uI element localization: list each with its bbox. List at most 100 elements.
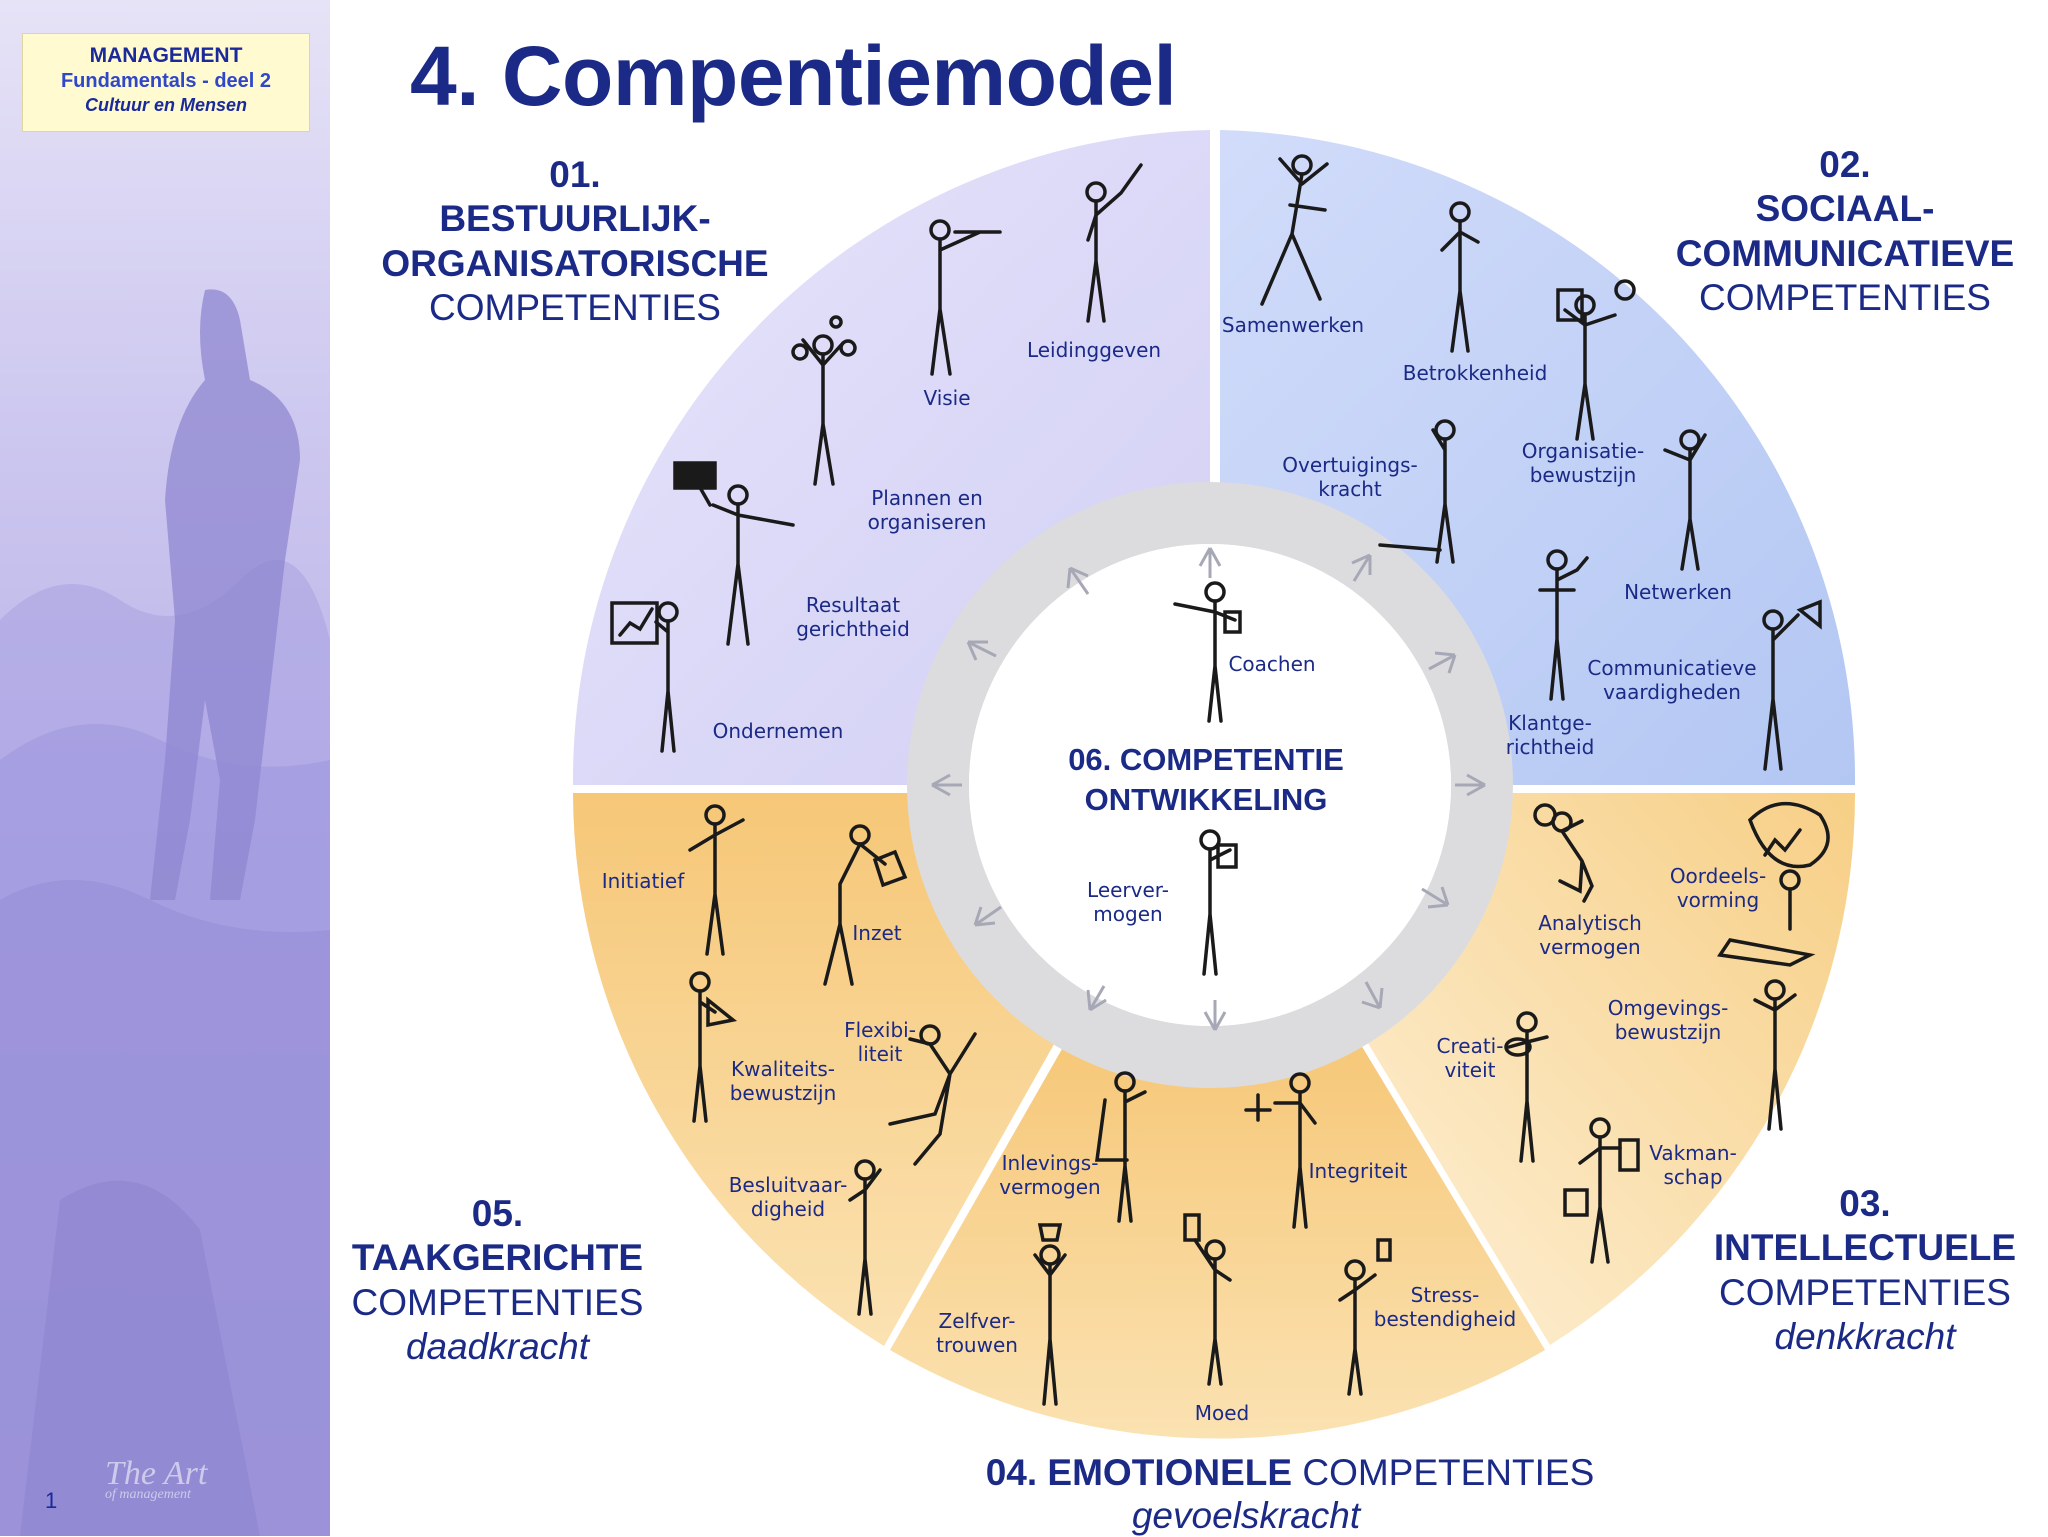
heading-segment-05: 05. TAAKGERICHTE COMPETENTIES daadkracht bbox=[320, 1192, 675, 1370]
label-leervermogen: Leerver-mogen bbox=[1087, 878, 1169, 926]
figure-ondernemen bbox=[610, 601, 679, 753]
heading-segment-03: 03. INTELLECTUELE COMPETENTIES denkkrach… bbox=[1690, 1182, 2040, 1360]
heading-03-number: 03. bbox=[1839, 1183, 1891, 1224]
figure-creativiteit bbox=[1504, 1011, 1549, 1163]
label-moed: Moed bbox=[1195, 1401, 1250, 1425]
figure-initiatief bbox=[688, 804, 745, 956]
badge-line-1: MANAGEMENT bbox=[89, 44, 243, 67]
label-ondernemen: Ondernemen bbox=[713, 719, 844, 743]
center-heading: 06. COMPETENTIE ONTWIKKELING bbox=[1068, 742, 1344, 817]
sidebar-panel: MANAGEMENT Fundamentals - deel 2 Cultuur… bbox=[0, 0, 330, 1536]
figure-visie bbox=[929, 219, 1002, 376]
label-inzet: Inzet bbox=[852, 921, 901, 945]
heading-03-line-2: COMPETENTIES bbox=[1719, 1271, 2011, 1313]
figure-plannen bbox=[791, 315, 857, 486]
badge-line-3: Cultuur en Mensen bbox=[84, 95, 247, 115]
figure-kwaliteitsbewustzijn bbox=[689, 971, 738, 1123]
heading-04-normal: COMPETENTIES bbox=[1292, 1452, 1595, 1493]
segment-intellectueel bbox=[1360, 793, 1856, 1345]
label-inlevingsvermogen: Inlevings-vermogen bbox=[999, 1151, 1100, 1199]
label-flexibiliteit: Flexibi-liteit bbox=[844, 1018, 916, 1066]
figure-zelfvertrouwen bbox=[1033, 1223, 1067, 1406]
heading-03-line-1: INTELLECTUELE bbox=[1713, 1227, 2017, 1269]
art-of-management-logo: The Art of management bbox=[105, 1455, 207, 1503]
label-vakmanschap: Vakman-schap bbox=[1649, 1141, 1737, 1189]
heading-02-line-2: COMMUNICATIEVE bbox=[1675, 232, 2015, 274]
label-besluitvaardigheid: Besluitvaar-digheid bbox=[729, 1173, 848, 1221]
badge-line-2: Fundamentals - deel 2 bbox=[60, 70, 272, 92]
heading-05-line-2: COMPETENTIES bbox=[351, 1281, 644, 1323]
figure-oordeelsvorming bbox=[1717, 802, 1830, 967]
mountain-climber-illustration bbox=[0, 289, 330, 1536]
figure-samenwerken bbox=[1260, 154, 1329, 306]
figure-analytisch bbox=[1533, 803, 1594, 903]
heading-05-number: 05. bbox=[471, 1193, 524, 1234]
figure-organisatiebewustzijn bbox=[1556, 279, 1636, 441]
center-ring bbox=[907, 482, 1513, 1088]
figure-communicatieve bbox=[1762, 599, 1822, 771]
heading-05-line-1: TAAKGERICHTE bbox=[351, 1237, 644, 1279]
figure-vakmanschap bbox=[1563, 1117, 1640, 1264]
label-netwerken: Netwerken bbox=[1624, 580, 1732, 604]
center-heading-line-1: 06. COMPETENTIE bbox=[1068, 742, 1344, 777]
label-leidinggeven: Leidinggeven bbox=[1027, 338, 1161, 362]
heading-01-line-1: BESTUURLIJK- bbox=[439, 198, 711, 240]
figure-besluitvaardigheid bbox=[848, 1159, 882, 1316]
figure-moed bbox=[1183, 1213, 1232, 1386]
heading-02-line-1: SOCIAAL- bbox=[1755, 188, 1935, 230]
figure-klantgerichtheid bbox=[1538, 549, 1589, 701]
figure-flexibiliteit bbox=[888, 1024, 977, 1166]
figure-inzet bbox=[823, 824, 908, 986]
label-klantgerichtheid: Klantge-richtheid bbox=[1506, 711, 1595, 759]
label-zelfvertrouwen: Zelfver-trouwen bbox=[936, 1309, 1018, 1357]
figure-integriteit bbox=[1244, 1072, 1317, 1229]
figure-inlevingsvermogen bbox=[1095, 1071, 1147, 1223]
label-visie: Visie bbox=[923, 386, 970, 410]
heading-01-line-2: ORGANISATORISCHE bbox=[381, 242, 769, 284]
label-stressbestendigheid: Stress-bestendigheid bbox=[1374, 1283, 1516, 1331]
figure-coachen bbox=[1173, 581, 1242, 723]
heading-02-line-3: COMPETENTIES bbox=[1699, 277, 1991, 319]
label-omgevingsbewustzijn: Omgevings-bewustzijn bbox=[1608, 996, 1729, 1044]
heading-03-line-3: denkkracht bbox=[1774, 1316, 1956, 1358]
heading-05-line-3: daadkracht bbox=[405, 1326, 590, 1368]
label-organisatiebewustzijn: Organisatie-bewustzijn bbox=[1522, 439, 1644, 487]
segment-emotioneel bbox=[890, 1035, 1545, 1439]
stick-figures bbox=[610, 154, 1830, 1406]
figure-betrokkenheid bbox=[1440, 201, 1480, 353]
page-number: 1 bbox=[45, 1488, 58, 1513]
label-samenwerken: Samenwerken bbox=[1222, 313, 1364, 337]
segment-sociaal bbox=[1220, 130, 1856, 785]
logo-main: The Art bbox=[105, 1455, 208, 1492]
heading-04-bold: 04. EMOTIONELE bbox=[985, 1452, 1293, 1493]
label-oordeelsvorming: Oordeels-vorming bbox=[1670, 864, 1766, 912]
figure-stressbestendigheid bbox=[1338, 1238, 1392, 1396]
figure-omgevingsbewustzijn bbox=[1753, 979, 1797, 1131]
heading-segment-04: 04. EMOTIONELE COMPETENTIES gevoelskrach… bbox=[880, 1452, 1700, 1537]
figure-overtuigingskracht bbox=[1378, 419, 1456, 564]
label-creativiteit: Creati-viteit bbox=[1437, 1034, 1504, 1082]
heading-04-line-2: gevoelskracht bbox=[1131, 1494, 1361, 1536]
figure-leervermogen bbox=[1199, 829, 1238, 976]
label-betrokkenheid: Betrokkenheid bbox=[1403, 361, 1548, 385]
logo-sub: of management bbox=[105, 1487, 191, 1502]
course-badge: MANAGEMENT Fundamentals - deel 2 Cultuur… bbox=[22, 33, 310, 132]
heading-02-number: 02. bbox=[1819, 144, 1871, 185]
page-title: 4. Compentiemodel bbox=[410, 29, 1177, 123]
label-coachen: Coachen bbox=[1228, 652, 1315, 676]
label-integriteit: Integriteit bbox=[1309, 1159, 1408, 1183]
center-heading-line-2: ONTWIKKELING bbox=[1085, 782, 1328, 817]
heading-01-line-3: COMPETENTIES bbox=[429, 287, 721, 329]
figure-leidinggeven bbox=[1085, 163, 1143, 323]
heading-segment-01: 01. BESTUURLIJK- ORGANISATORISCHE COMPET… bbox=[360, 153, 790, 331]
heading-segment-02: 02. SOCIAAL- COMMUNICATIEVE COMPETENTIES bbox=[1655, 143, 2035, 321]
label-initiatief: Initiatief bbox=[602, 869, 685, 893]
figure-resultaat bbox=[673, 461, 795, 646]
label-kwaliteitsbewustzijn: Kwaliteits-bewustzijn bbox=[730, 1057, 837, 1105]
